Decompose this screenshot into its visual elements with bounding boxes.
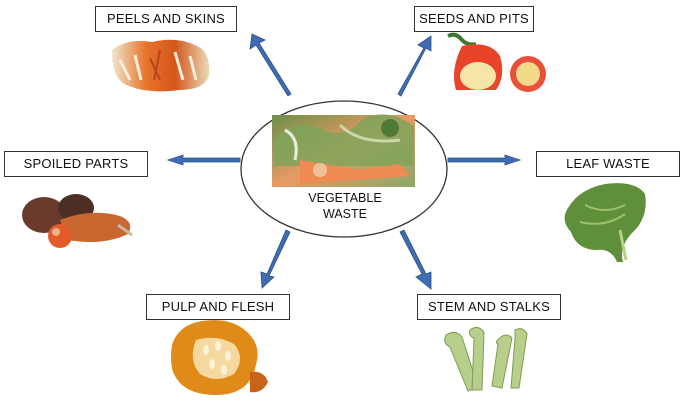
arrow-to-leaf (448, 155, 520, 165)
leaf-image (565, 183, 646, 262)
arrow-to-spoiled (168, 155, 240, 165)
label-spoiled-parts: SPOILED PARTS (4, 151, 148, 177)
spoiled-image (22, 194, 132, 248)
vegetable-waste-image (272, 114, 415, 187)
center-label: VEGETABLE WASTE (290, 190, 400, 222)
arrow-to-seeds (398, 36, 431, 96)
label-pulp-and-flesh: PULP AND FLESH (146, 294, 290, 320)
stem-image (445, 327, 527, 391)
center-label-line2: WASTE (290, 206, 400, 222)
label-leaf-waste: LEAF WASTE (536, 151, 680, 177)
arrow-to-pulp (261, 230, 290, 288)
label-seeds-and-pits: SEEDS AND PITS (414, 6, 534, 32)
pulp-image (171, 320, 268, 395)
center-label-line1: VEGETABLE (290, 190, 400, 206)
label-peels-and-skins: PEELS AND SKINS (95, 6, 237, 32)
peels-image (112, 40, 209, 92)
arrow-to-peels (250, 34, 291, 96)
arrow-to-stem (400, 230, 431, 289)
label-stem-and-stalks: STEM AND STALKS (417, 294, 561, 320)
seeds-image (448, 35, 546, 92)
